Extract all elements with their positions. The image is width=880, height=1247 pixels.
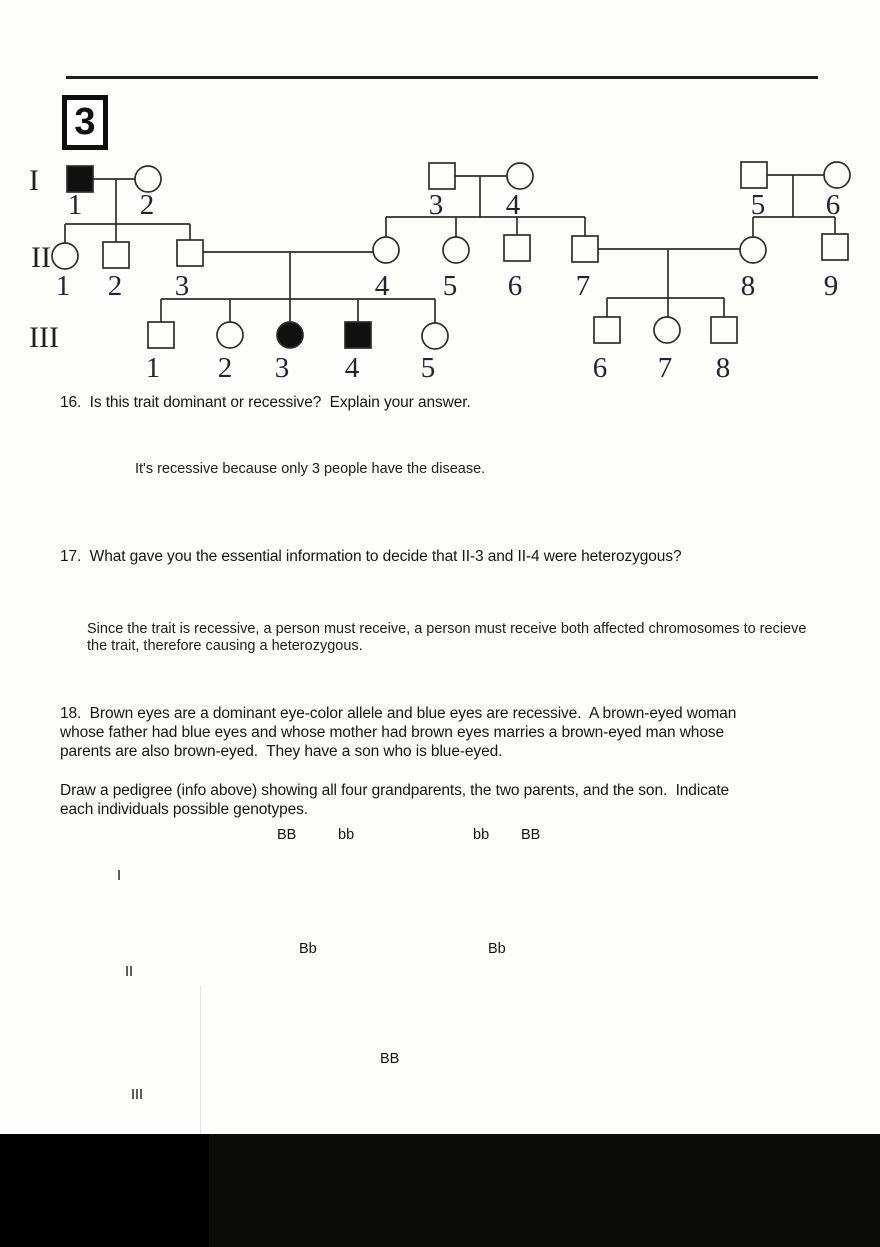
- pedigree-III-3-number: 3: [275, 352, 290, 384]
- student-generation-label-iii: III: [131, 1087, 144, 1103]
- pedigree-II-6-number: 6: [508, 270, 523, 302]
- pedigree-III-8-square: [710, 316, 738, 344]
- pedigree-II-5-number: 5: [443, 270, 458, 302]
- pedigree-generation-i-label: I: [29, 164, 39, 197]
- question-17-text: 17. What gave you the essential informat…: [60, 548, 682, 565]
- pedigree-II-5-circle: [442, 236, 470, 264]
- pedigree-generation-iii-label: III: [29, 321, 59, 354]
- figure-number: 3: [74, 101, 96, 143]
- pedigree-II-4-number: 4: [375, 270, 390, 302]
- pedigree-I-5-square: [740, 161, 768, 189]
- pedigree-I-6-number: 6: [826, 189, 841, 221]
- pedigree-II-3-square: [176, 239, 204, 267]
- pedigree-III-2-circle: [216, 321, 244, 349]
- pedigree-I-2-circle: [134, 165, 162, 193]
- student-genotype-label-bb: Bb: [488, 941, 506, 957]
- page-footer-band-right: [209, 1134, 880, 1247]
- answer-17-text: Since the trait is recessive, a person m…: [87, 621, 807, 654]
- student-genotype-label-bb: BB: [380, 1051, 400, 1067]
- pedigree-III-5-number: 5: [421, 352, 436, 384]
- question-16-text: 16. Is this trait dominant or recessive?…: [60, 394, 471, 411]
- pedigree-II-7-number: 7: [576, 270, 591, 302]
- pedigree-I-1-square-affected: [66, 165, 94, 193]
- pedigree-II-2-square: [102, 241, 130, 269]
- pedigree-III-8-number: 8: [716, 352, 731, 384]
- pedigree-II-8-circle: [739, 236, 767, 264]
- pedigree-II-6-square: [503, 234, 531, 262]
- pedigree-III-6-number: 6: [593, 352, 608, 384]
- question-18-instructions: Draw a pedigree (info above) showing all…: [60, 782, 730, 818]
- student-genotype-label-bb: BB: [277, 827, 297, 843]
- pedigree-II-7-square: [571, 235, 599, 263]
- pedigree-III-5-circle: [421, 322, 449, 350]
- pedigree-II-2-number: 2: [108, 270, 123, 302]
- pedigree-II-4-circle: [372, 236, 400, 264]
- pedigree-II-1-circle: [51, 242, 79, 270]
- pedigree-I-6-circle: [823, 161, 851, 189]
- pedigree-II-3-number: 3: [175, 270, 190, 302]
- pedigree-I-4-circle: [506, 162, 534, 190]
- pedigree-I-4-number: 4: [506, 189, 521, 221]
- pedigree-II-9-square: [821, 233, 849, 261]
- pedigree-III-6-square: [593, 316, 621, 344]
- pedigree-III-7-number: 7: [658, 352, 673, 384]
- student-genotype-label-bb: bb: [338, 827, 355, 843]
- pedigree-III-1-number: 1: [146, 352, 161, 384]
- pedigree-II-1-number: 1: [56, 270, 71, 302]
- student-genotype-label-bb: BB: [521, 827, 541, 843]
- pedigree-III-1-square: [147, 321, 175, 349]
- pedigree-III-2-number: 2: [218, 352, 233, 384]
- student-genotype-label-bb: Bb: [299, 941, 317, 957]
- pedigree-I-1-number: 1: [68, 189, 83, 221]
- student-generation-label-ii: II: [125, 964, 134, 980]
- question-18-text: 18. Brown eyes are a dominant eye-color …: [60, 705, 737, 760]
- student-genotype-label-bb: bb: [473, 827, 490, 843]
- answer-16-text: It's recessive because only 3 people hav…: [135, 461, 486, 477]
- pedigree-III-4-number: 4: [345, 352, 360, 384]
- pedigree-II-8-number: 8: [741, 270, 756, 302]
- top-divider-rule: [66, 76, 818, 79]
- pedigree-I-2-number: 2: [140, 189, 155, 221]
- pedigree-I-5-number: 5: [751, 189, 766, 221]
- pedigree-III-3-circle-affected: [276, 321, 304, 349]
- pedigree-III-7-circle: [653, 316, 681, 344]
- pedigree-II-9-number: 9: [824, 270, 839, 302]
- student-generation-label-i: I: [117, 868, 122, 884]
- pedigree-I-3-square: [428, 162, 456, 190]
- pedigree-III-4-square-affected: [344, 321, 372, 349]
- pedigree-generation-ii-label: II: [31, 241, 51, 274]
- pedigree-I-3-number: 3: [429, 189, 444, 221]
- figure-number-box: 3: [62, 95, 108, 150]
- scan-artifact-line: [200, 986, 201, 1134]
- page-footer-band: [0, 1134, 880, 1247]
